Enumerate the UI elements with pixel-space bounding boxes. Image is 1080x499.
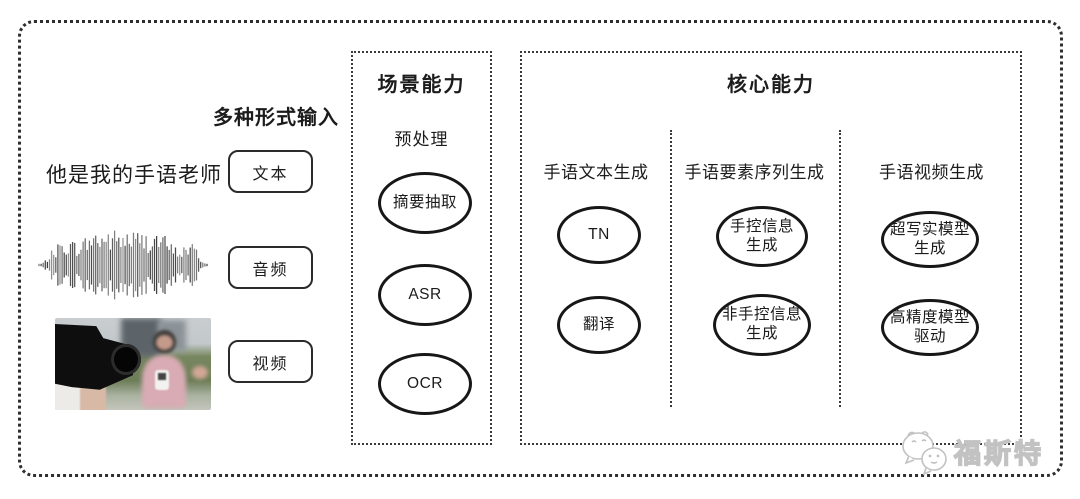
video-thumbnail bbox=[55, 318, 211, 410]
preprocessing-label: 预处理 bbox=[394, 130, 449, 149]
example-sentence: 他是我的手语老师 bbox=[46, 164, 222, 187]
input-section-title: 多种形式输入 bbox=[213, 107, 339, 129]
core-capability-box: 核心能力 手语文本生成 手语要素序列生成 手语视频生成 TN 翻译 手控信息 生… bbox=[520, 51, 1022, 445]
column-header-text-generation: 手语文本生成 bbox=[543, 163, 649, 182]
node-tn: TN bbox=[557, 206, 641, 264]
audio-waveform-icon bbox=[38, 230, 208, 300]
column-divider bbox=[670, 130, 672, 407]
thumb-reporter-face bbox=[155, 334, 173, 351]
scene-capability-box: 场景能力 预处理 摘要抽取 ASR OCR bbox=[351, 51, 492, 445]
node-non-manual-info-generation: 非手控信息 生成 bbox=[713, 294, 811, 356]
scene-capability-title: 场景能力 bbox=[377, 74, 466, 96]
column-header-element-sequence-generation: 手语要素序列生成 bbox=[684, 163, 825, 182]
node-asr: ASR bbox=[378, 264, 472, 326]
core-capability-title: 核心能力 bbox=[727, 74, 815, 96]
thumb-microphone-logo bbox=[157, 373, 166, 380]
node-translation: 翻译 bbox=[557, 296, 641, 354]
thumb-reporter-hand bbox=[192, 365, 208, 379]
input-type-audio: 音频 bbox=[228, 246, 313, 289]
thumb-camera-lens bbox=[111, 343, 141, 376]
input-type-text: 文本 bbox=[228, 150, 313, 193]
diagram-outer-frame bbox=[18, 20, 1063, 477]
node-summary-extraction: 摘要抽取 bbox=[378, 172, 472, 234]
node-ocr: OCR bbox=[378, 353, 472, 415]
node-hyperrealistic-model-generation: 超写实模型 生成 bbox=[881, 211, 979, 268]
node-high-precision-model-driving: 高精度模型 驱动 bbox=[881, 299, 979, 356]
input-type-video: 视频 bbox=[228, 340, 313, 383]
column-divider bbox=[839, 130, 841, 407]
column-header-video-generation: 手语视频生成 bbox=[879, 163, 984, 182]
node-manual-info-generation: 手控信息 生成 bbox=[716, 206, 808, 267]
